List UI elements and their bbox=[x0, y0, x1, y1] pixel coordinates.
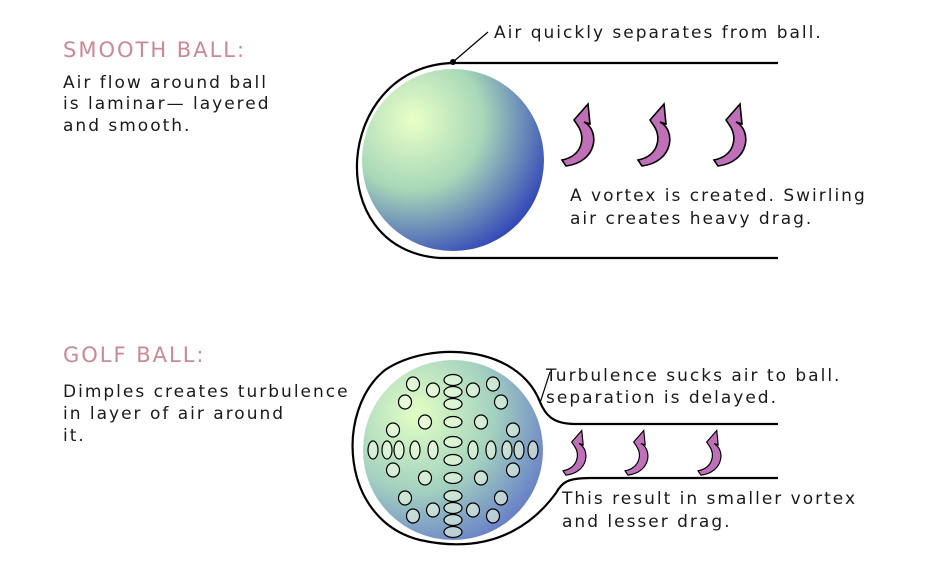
dimple bbox=[443, 397, 463, 411]
dimple bbox=[397, 490, 413, 506]
smooth-ball-section: SMOOTH BALL: Air flow around ball is lam… bbox=[63, 23, 867, 260]
dimple bbox=[485, 376, 501, 392]
dimple bbox=[385, 422, 401, 438]
golf-desc-line-2: in layer of air around bbox=[63, 404, 285, 424]
golf-desc-line-3: it. bbox=[63, 426, 86, 446]
vortex-arrow-icon bbox=[562, 429, 587, 476]
vortex-arrow-icon bbox=[624, 429, 649, 476]
dimple bbox=[443, 373, 463, 387]
dimple bbox=[381, 440, 393, 460]
dimple bbox=[513, 440, 525, 460]
golf-ball-dimples bbox=[367, 373, 539, 539]
turbulence-label-2: separation is delayed. bbox=[546, 388, 778, 408]
golf-vortex-arrows bbox=[562, 429, 722, 476]
dimple bbox=[393, 440, 405, 460]
dimple bbox=[367, 440, 379, 460]
dimple bbox=[473, 414, 489, 430]
dimple bbox=[397, 394, 413, 410]
golf-vortex-label-1: This result in smaller vortex bbox=[561, 489, 857, 509]
dimple bbox=[417, 470, 433, 486]
golf-vortex-label-2: and lesser drag. bbox=[562, 512, 732, 532]
smooth-desc-line-1: Air flow around ball bbox=[63, 73, 268, 93]
vortex-arrow-icon bbox=[560, 102, 595, 167]
dimple bbox=[443, 525, 463, 539]
dimple bbox=[465, 502, 481, 518]
dimple bbox=[425, 502, 441, 518]
dimple bbox=[467, 440, 479, 460]
dimple bbox=[443, 435, 463, 449]
dimple bbox=[443, 385, 463, 399]
dimple bbox=[409, 440, 421, 460]
smooth-vortex-arrows bbox=[560, 102, 747, 167]
vortex-arrow-icon bbox=[636, 102, 671, 167]
separation-label: Air quickly separates from ball. bbox=[494, 23, 823, 43]
smooth-ball bbox=[362, 69, 544, 251]
golf-ball-section: GOLF BALL: Dimples creates turbulence in… bbox=[63, 343, 857, 546]
vortex-arrow-icon bbox=[697, 429, 722, 476]
smooth-vortex-label-2: air creates heavy drag. bbox=[570, 209, 813, 229]
dimple bbox=[385, 462, 401, 478]
dimple bbox=[443, 453, 463, 467]
dimple bbox=[473, 470, 489, 486]
separation-leader-line bbox=[452, 31, 489, 63]
dimple bbox=[501, 440, 513, 460]
smooth-desc-line-2: is laminar— layered bbox=[63, 94, 271, 114]
smooth-vortex-label-1: A vortex is created. Swirling bbox=[570, 186, 867, 206]
turbulence-leader-line bbox=[539, 371, 551, 404]
smooth-ball-title: SMOOTH BALL: bbox=[63, 38, 246, 62]
dimple bbox=[493, 490, 509, 506]
dimple bbox=[485, 440, 497, 460]
smooth-desc-line-3: and smooth. bbox=[63, 116, 191, 136]
dimple bbox=[493, 394, 509, 410]
dimple bbox=[405, 376, 421, 392]
dimple bbox=[505, 422, 521, 438]
vortex-arrow-icon bbox=[712, 102, 747, 167]
dimple bbox=[443, 471, 463, 485]
golf-ball-title: GOLF BALL: bbox=[63, 343, 206, 367]
dimple bbox=[465, 382, 481, 398]
dimple bbox=[427, 440, 439, 460]
golf-airflow-outline bbox=[351, 350, 778, 546]
dimple bbox=[505, 462, 521, 478]
dimple bbox=[527, 440, 539, 460]
separation-point bbox=[450, 59, 456, 65]
dimple bbox=[485, 508, 501, 524]
dimple bbox=[443, 489, 463, 503]
dimple bbox=[443, 513, 463, 527]
golf-desc-line-1: Dimples creates turbulence bbox=[63, 382, 350, 402]
smooth-airflow-outline bbox=[355, 61, 778, 260]
dimple bbox=[425, 382, 441, 398]
dimple bbox=[443, 501, 463, 515]
dimple bbox=[443, 415, 463, 429]
dimple bbox=[417, 414, 433, 430]
turbulence-label-1: Turbulence sucks air to ball. bbox=[545, 366, 841, 386]
dimple bbox=[405, 508, 421, 524]
